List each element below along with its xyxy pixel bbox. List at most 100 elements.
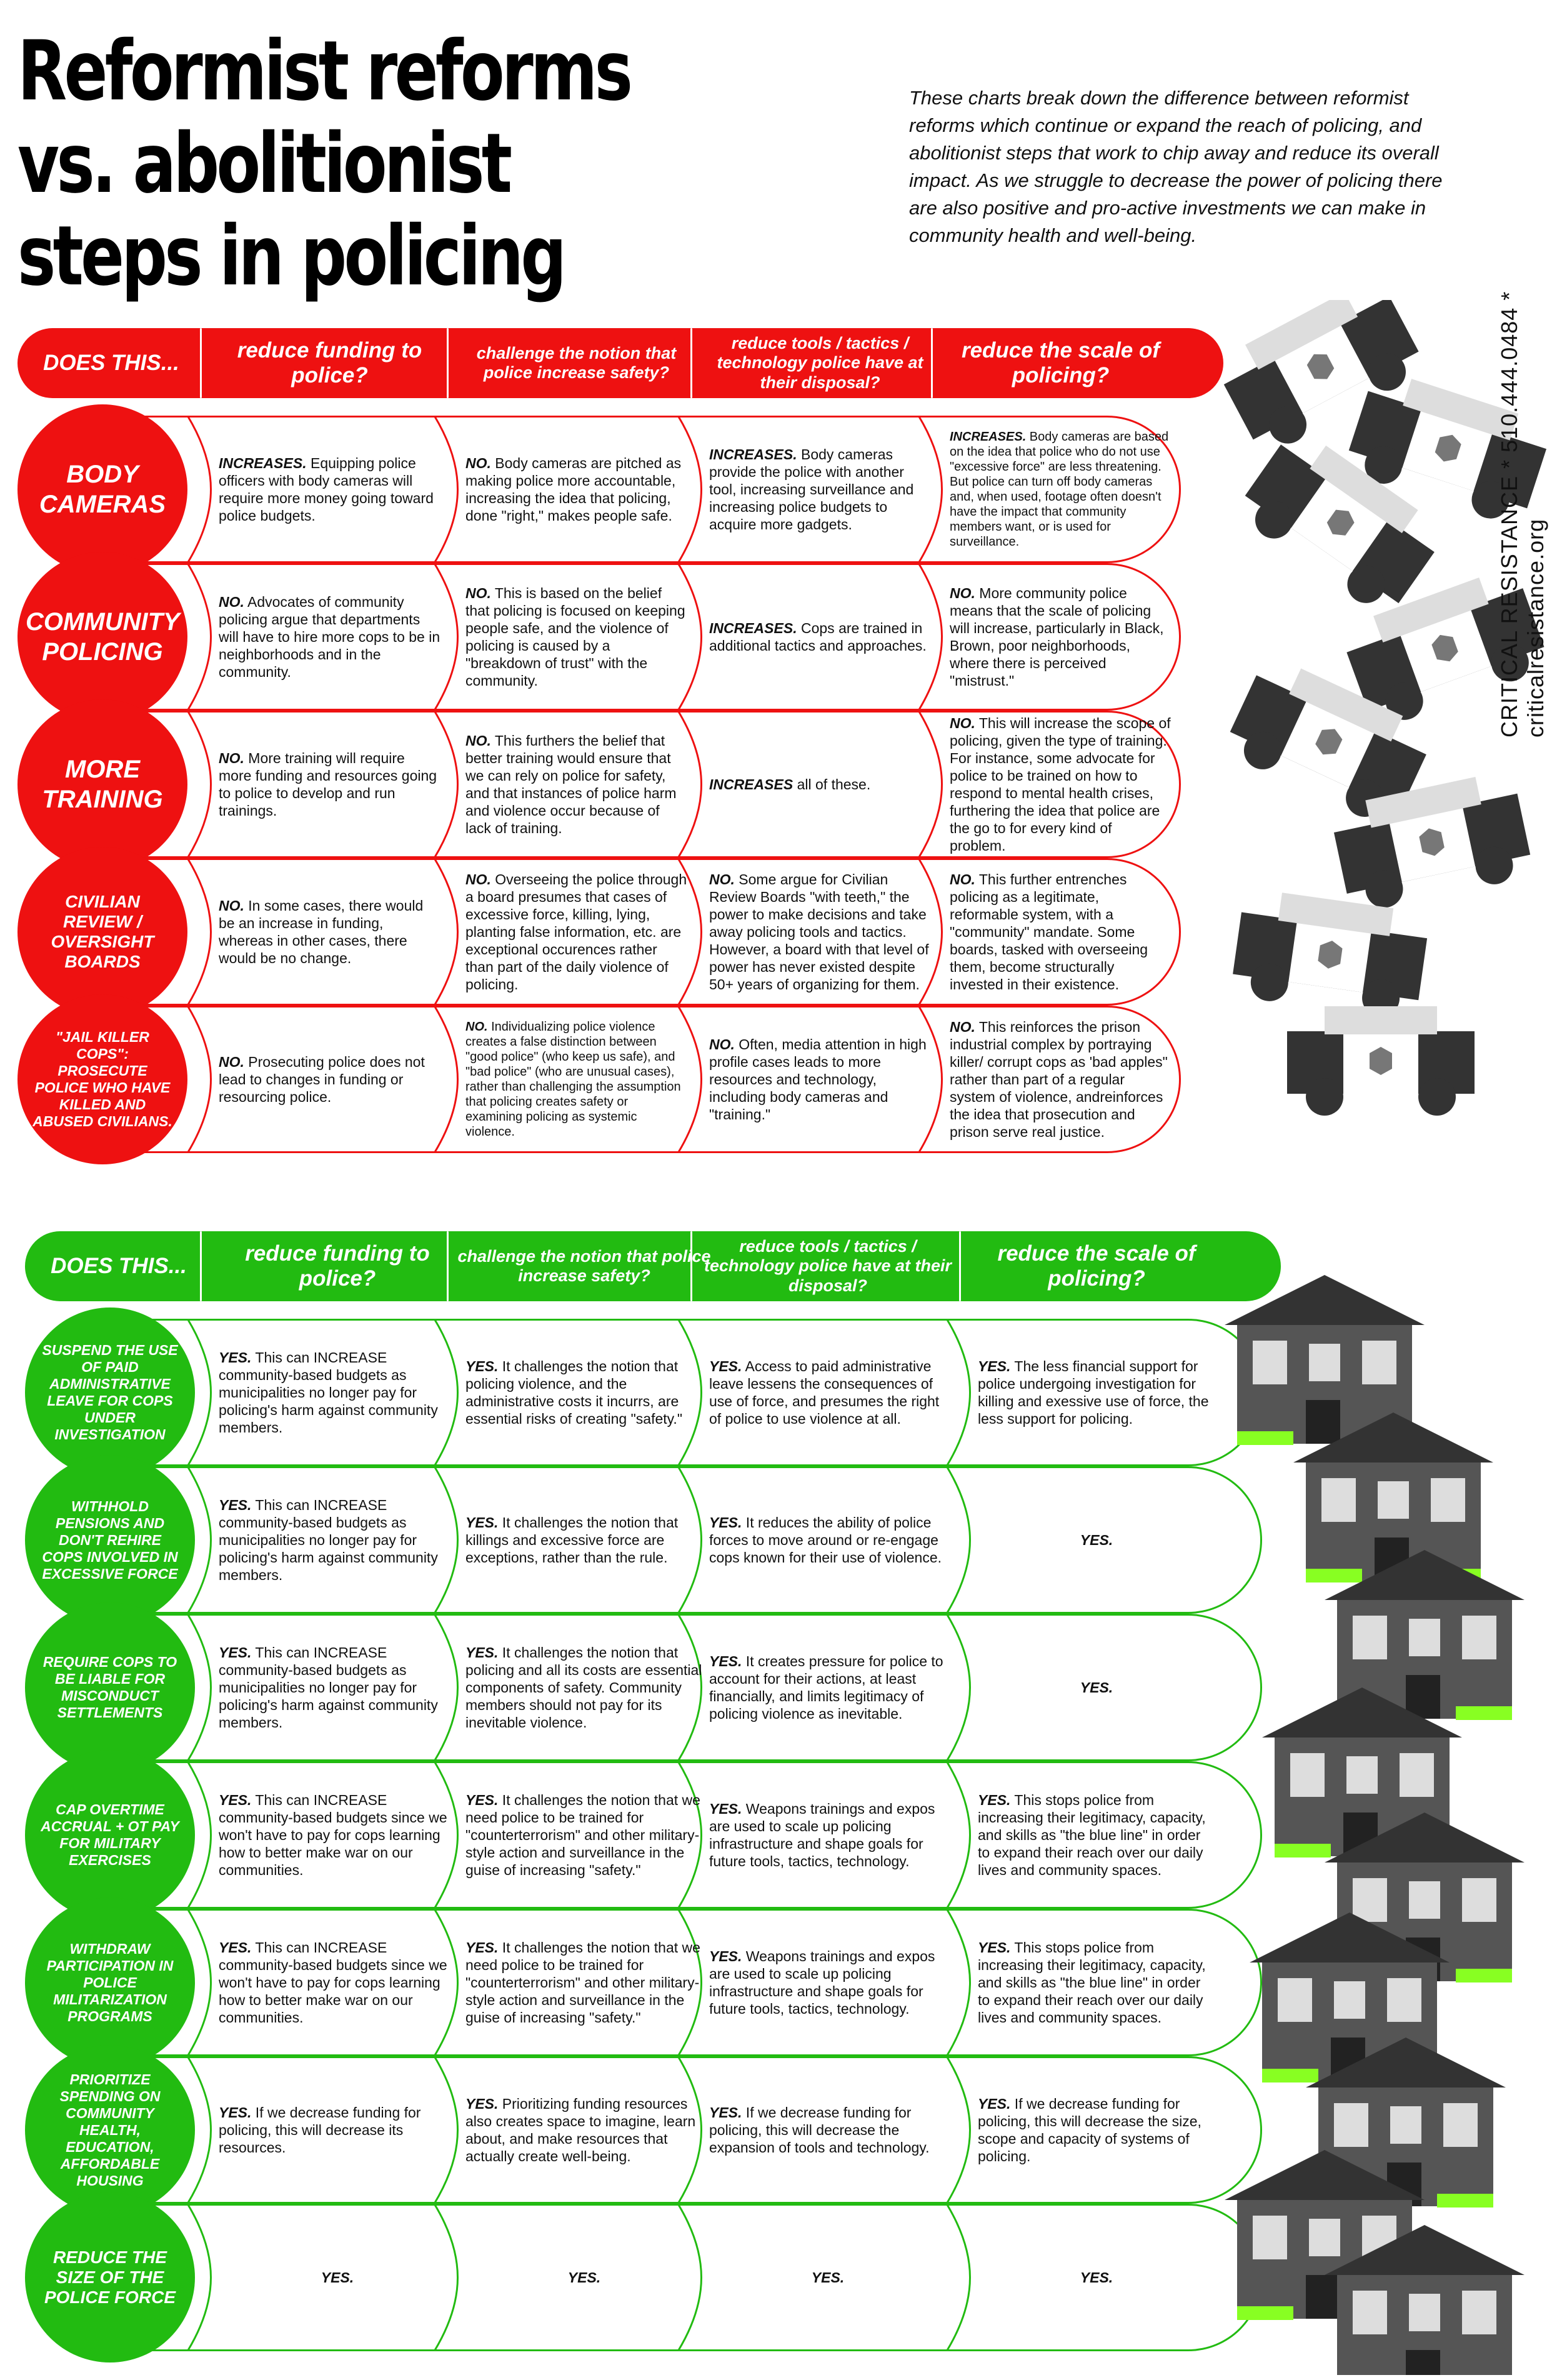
cell-explanation: The less financial support for police un… bbox=[978, 1358, 1209, 1427]
table-cell: YES. If we decrease funding for policing… bbox=[978, 2061, 1215, 2199]
cell-explanation: It challenges the notion that we need po… bbox=[465, 1939, 700, 2026]
cell-explanation: If we decrease funding for policing, thi… bbox=[219, 2104, 421, 2156]
cell-text: INCREASES all of these. bbox=[709, 776, 870, 793]
row-label: REQUIRE COPS TO BE LIABLE FOR MISCONDUCT… bbox=[42, 1654, 177, 1721]
cell-explanation: Cops are trained in additional tactics a… bbox=[709, 620, 927, 654]
cell-text: YES. Prioritizing funding resources also… bbox=[465, 2095, 703, 2165]
row-label-circle: CIVILIAN REVIEW / OVERSIGHT BOARDS bbox=[17, 847, 187, 1017]
cell-explanation: This furthers the belief that better tra… bbox=[465, 732, 677, 836]
cell-explanation: Access to paid administrative leave less… bbox=[709, 1358, 940, 1427]
row-label: CAP OVERTIME ACCRUAL + OT PAY FOR MILITA… bbox=[41, 1801, 179, 1868]
cell-verdict: NO. bbox=[465, 871, 491, 888]
column-header-bar: DOES THIS...reduce funding to police?cha… bbox=[17, 328, 1223, 398]
row-label-circle: COMMUNITY POLICING bbox=[17, 552, 187, 722]
cell-explanation: This can INCREASE community-based budget… bbox=[219, 1497, 438, 1583]
cell-text: YES. It creates pressure for police to a… bbox=[709, 1652, 947, 1722]
table-cell: NO. This furthers the belief that better… bbox=[465, 716, 687, 853]
cell-text: NO. Advocates of community policing argu… bbox=[219, 593, 440, 681]
table-cell: NO. Advocates of community policing argu… bbox=[219, 568, 440, 706]
cell-text: YES. This can INCREASE community-based b… bbox=[219, 1496, 456, 1584]
cell-verdict: YES. bbox=[709, 2104, 742, 2121]
table-cell: YES. It challenges the notion that polic… bbox=[465, 1324, 703, 1461]
table-cell: YES. This can INCREASE community-based b… bbox=[219, 1619, 456, 1756]
cell-verdict: YES. bbox=[1080, 2269, 1113, 2286]
cell-explanation: Overseeing the police through a board pr… bbox=[465, 871, 687, 992]
table-row bbox=[111, 1006, 1181, 1153]
table-cell: INCREASES. Body cameras are based on the… bbox=[950, 421, 1172, 558]
table-cell: YES. Weapons trainings and expos are use… bbox=[709, 1766, 947, 1904]
row-label: SUSPEND THE USE OF PAID ADMINISTRATIVE L… bbox=[42, 1342, 178, 1442]
cell-explanation: It challenges the notion that we need po… bbox=[465, 1792, 700, 1878]
cell-explanation: It challenges the notion that policing v… bbox=[465, 1358, 682, 1427]
cell-text: INCREASES. Equipping police officers wit… bbox=[219, 454, 440, 524]
table-row bbox=[111, 563, 1181, 711]
row-label: COMMUNITY POLICING bbox=[26, 608, 180, 666]
cell-explanation: Weapons trainings and expos are used to … bbox=[709, 1948, 935, 2017]
cell-explanation: It challenges the notion that killings a… bbox=[465, 1514, 679, 1566]
cell-text: YES. It challenges the notion that polic… bbox=[465, 1358, 703, 1428]
cell-verdict: YES. bbox=[465, 1644, 499, 1661]
cell-verdict: NO. bbox=[219, 1054, 244, 1070]
table-cell: NO. This will increase the scope of poli… bbox=[950, 714, 1172, 854]
cell-verdict: YES. bbox=[219, 1644, 252, 1661]
column-header: reduce the scale of policing? bbox=[961, 338, 1160, 388]
cell-verdict: YES. bbox=[465, 1358, 499, 1374]
cell-text: NO. This furthers the belief that better… bbox=[465, 732, 687, 837]
table-cell: NO. Often, media attention in high profi… bbox=[709, 1011, 931, 1148]
cell-text: YES. It challenges the notion that we ne… bbox=[465, 1939, 703, 2026]
row-label: WITHDRAW PARTICIPATION IN POLICE MILITAR… bbox=[46, 1940, 174, 2024]
cell-verdict: YES. bbox=[219, 1939, 252, 1956]
table-cell: YES. This stops police from increasing t… bbox=[978, 1914, 1215, 2051]
house-icon bbox=[1293, 1412, 1493, 1582]
house-icon bbox=[1325, 1550, 1525, 1720]
table-cell: YES. It challenges the notion that we ne… bbox=[465, 1766, 703, 1904]
table-cell: YES. This can INCREASE community-based b… bbox=[219, 1324, 456, 1461]
row-label-circle: "JAIL KILLER COPS": PROSECUTE POLICE WHO… bbox=[17, 994, 187, 1164]
cell-explanation: This will increase the scope of policing… bbox=[950, 715, 1171, 854]
table-cell: YES. It creates pressure for police to a… bbox=[709, 1619, 947, 1756]
cell-verdict: NO. bbox=[219, 750, 244, 766]
cell-verdict: YES. bbox=[978, 1358, 1011, 1374]
cell-verdict: NO. bbox=[219, 594, 244, 610]
house-icon bbox=[1325, 2225, 1525, 2375]
row-label-circle: BODY CAMERAS bbox=[17, 404, 187, 574]
cell-text: YES. This can INCREASE community-based b… bbox=[219, 1644, 456, 1731]
header-divider bbox=[690, 328, 692, 398]
cell-text: INCREASES. Cops are trained in additiona… bbox=[709, 619, 931, 654]
cell-text: NO. This will increase the scope of poli… bbox=[950, 714, 1172, 854]
cell-explanation: This further entrenches policing as a le… bbox=[950, 871, 1148, 992]
table-cell: YES. Weapons trainings and expos are use… bbox=[709, 1914, 947, 2051]
cell-text: NO. Often, media attention in high profi… bbox=[709, 1036, 931, 1123]
cell-verdict: YES. bbox=[465, 2096, 499, 2112]
cell-text: YES. If we decrease funding for policing… bbox=[709, 2104, 947, 2156]
header-divider bbox=[200, 328, 202, 398]
cell-verdict: YES. bbox=[709, 1514, 742, 1531]
cell-text: YES. It challenges the notion that we ne… bbox=[465, 1791, 703, 1879]
cell-text: YES. bbox=[568, 2269, 600, 2286]
cell-verdict: YES. bbox=[219, 1792, 252, 1808]
intro-paragraph: These charts break down the difference b… bbox=[909, 87, 1443, 246]
table-row bbox=[111, 858, 1181, 1006]
table-cell: NO. Some argue for Civilian Review Board… bbox=[709, 863, 931, 1001]
header-divider bbox=[931, 328, 933, 398]
cell-verdict: YES. bbox=[811, 2269, 845, 2286]
cell-explanation: This can INCREASE community-based budget… bbox=[219, 1644, 438, 1731]
cell-explanation: It challenges the notion that policing a… bbox=[465, 1644, 702, 1731]
row-label: WITHHOLD PENSIONS AND DON'T REHIRE COPS … bbox=[42, 1498, 178, 1582]
cell-text: YES. bbox=[812, 2269, 844, 2286]
table-cell: NO. Individualizing police violence crea… bbox=[465, 1011, 687, 1148]
row-label-circle: WITHHOLD PENSIONS AND DON'T REHIRE COPS … bbox=[25, 1455, 195, 1625]
table-cell: INCREASES all of these. bbox=[709, 716, 931, 853]
table-cell: YES. bbox=[709, 2209, 947, 2346]
table-cell: YES. The less financial support for poli… bbox=[978, 1324, 1215, 1461]
cell-verdict: INCREASES bbox=[709, 776, 793, 792]
cell-text: YES. This stops police from increasing t… bbox=[978, 1791, 1215, 1879]
table-cell: YES. It challenges the notion that killi… bbox=[465, 1471, 703, 1609]
cell-explanation: Body cameras provide the police with ano… bbox=[709, 446, 914, 532]
cell-verdict: YES. bbox=[978, 1792, 1011, 1808]
cell-text: NO. This further entrenches policing as … bbox=[950, 871, 1172, 993]
row-label: PRIORITIZE SPENDING ON COMMUNITY HEALTH,… bbox=[59, 2071, 161, 2189]
cell-explanation: In some cases, there would be an increas… bbox=[219, 898, 424, 966]
cell-text: YES. This can INCREASE community-based b… bbox=[219, 1349, 456, 1436]
cell-verdict: NO. bbox=[465, 455, 491, 471]
